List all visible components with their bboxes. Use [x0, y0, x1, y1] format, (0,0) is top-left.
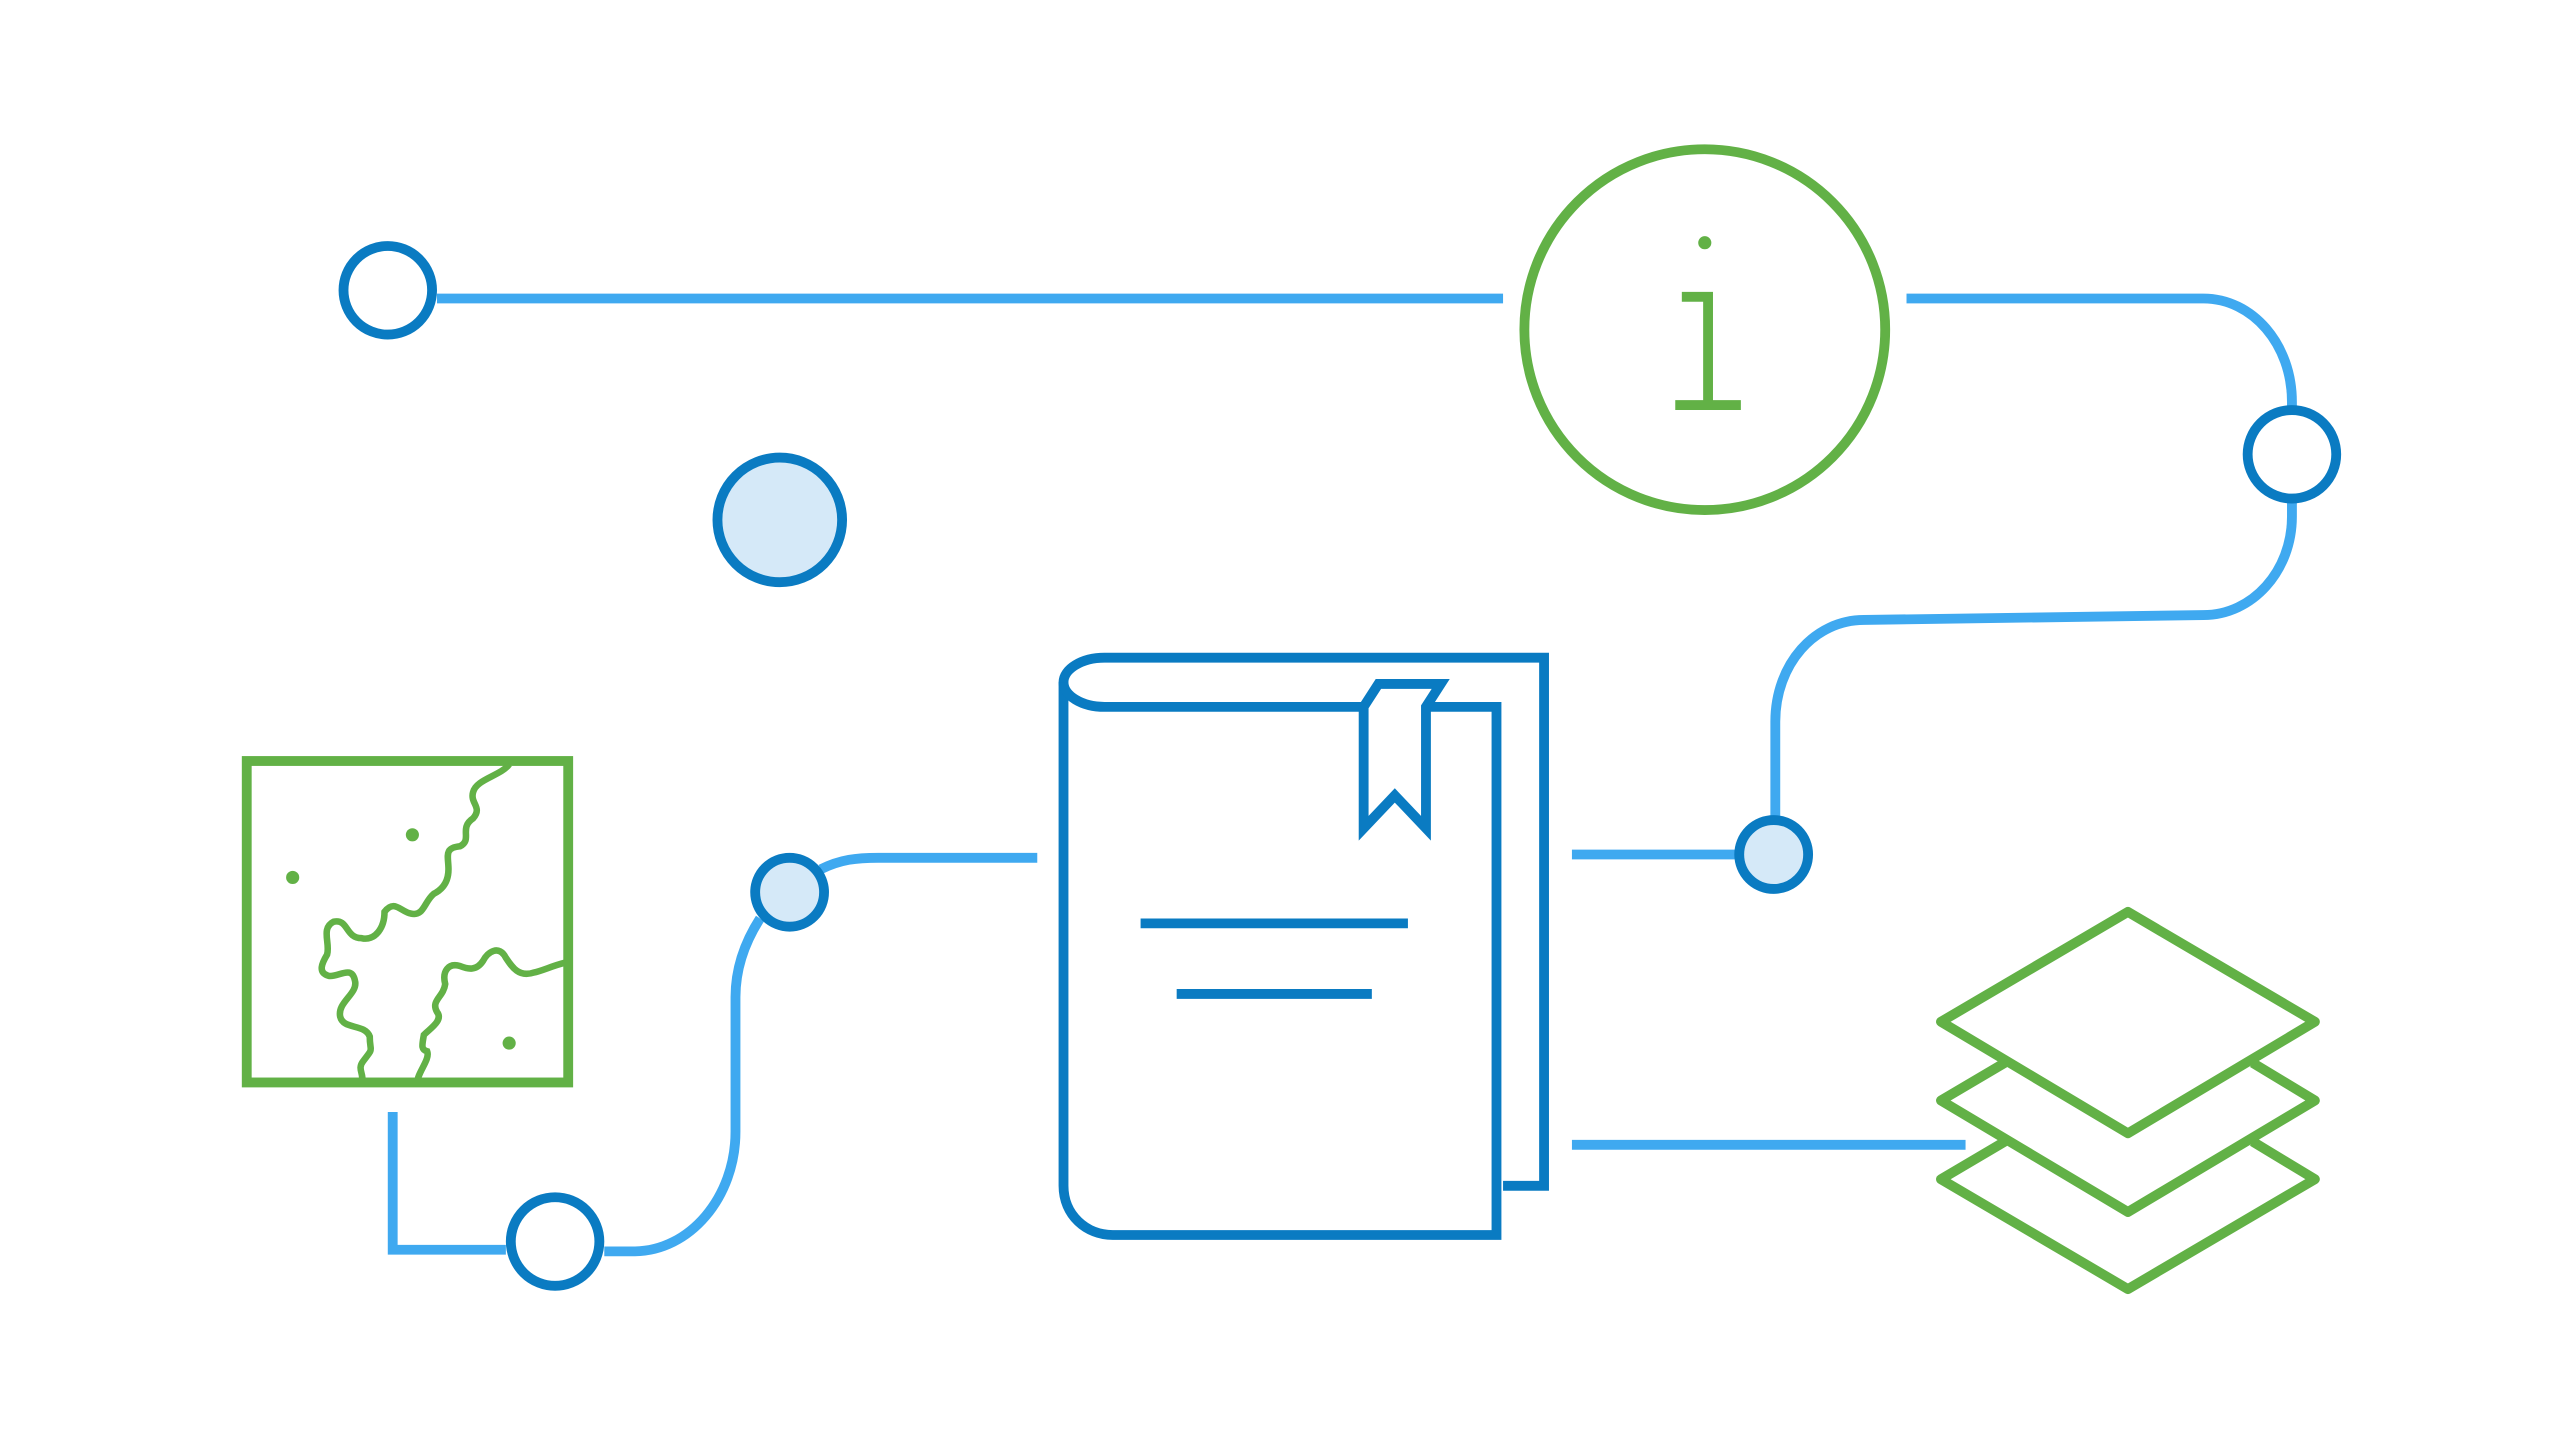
info-icon — [1519, 144, 1891, 515]
layers-icon — [1936, 906, 2320, 1295]
node-icon — [505, 1192, 605, 1291]
connector-line — [1770, 501, 2297, 821]
connector-line — [604, 915, 765, 1257]
connector-line — [1906, 293, 2297, 407]
node-icon — [750, 852, 829, 932]
node-icon — [1734, 815, 1814, 894]
connector-line — [387, 1111, 506, 1255]
book-icon — [1058, 652, 1549, 1240]
nodes — [338, 241, 2342, 1291]
node-icon — [2242, 405, 2342, 504]
map-icon — [241, 756, 574, 1088]
node-icon — [712, 452, 848, 588]
connector-line — [818, 852, 1038, 874]
node-icon — [338, 241, 437, 340]
connector-lines — [387, 293, 2297, 1257]
